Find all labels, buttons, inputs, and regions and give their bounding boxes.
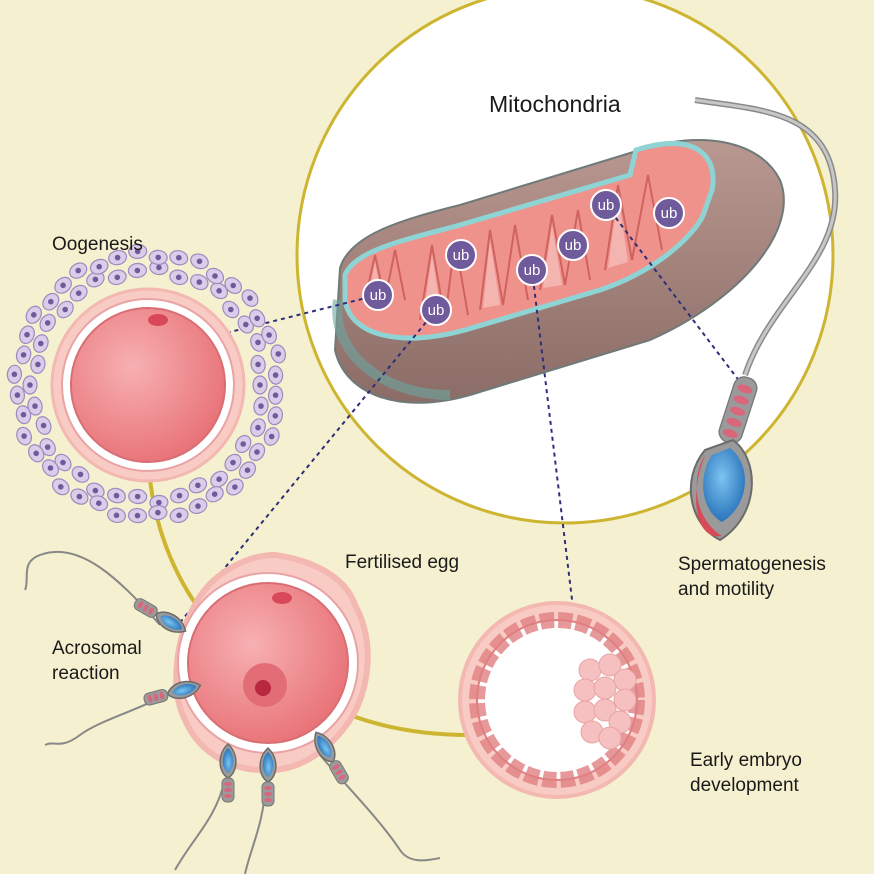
follicle-cell [71, 466, 90, 483]
follicle-cell [205, 267, 225, 285]
follicle-cell [107, 487, 126, 504]
follicle-cell [267, 365, 284, 385]
follicle-cell [224, 276, 243, 295]
follicle-cell [210, 282, 229, 300]
follicle-cell [27, 396, 43, 416]
ub-marker: ub [420, 294, 452, 326]
follicle-cell [106, 507, 127, 524]
follicle-cell [263, 427, 280, 446]
follicle-cell [89, 495, 109, 512]
follicle-cell [32, 334, 49, 353]
follicle-cell [51, 478, 70, 496]
follicle-cell [170, 487, 189, 504]
follicle-cell [70, 488, 89, 505]
svg-text:ub: ub [661, 205, 678, 222]
follicle-cell [188, 477, 208, 494]
follicle-cell [86, 482, 105, 499]
follicle-cell [226, 478, 244, 496]
follicle-cell [22, 375, 38, 395]
follicle-cell [89, 258, 109, 275]
follicle-cell [41, 459, 60, 477]
follicle-cell [148, 504, 168, 521]
follicle-cell [6, 364, 23, 384]
follicle-cell [249, 309, 266, 328]
follicle-cell [261, 325, 278, 345]
follicle-cell [128, 488, 148, 505]
follicle-cell [148, 249, 168, 266]
ub-marker: ub [362, 279, 394, 311]
follicle-cell [15, 405, 32, 425]
follicle-cell [237, 315, 255, 334]
ub-marker: ub [557, 229, 589, 261]
follicle-cell [35, 416, 52, 435]
follicle-cell [224, 453, 242, 472]
follicle-cell [188, 498, 208, 515]
label-early-embryo: Early embryo development [690, 750, 802, 796]
label-fertilised-egg: Fertilised egg [345, 552, 460, 573]
follicle-cell [39, 313, 56, 332]
label-spermatogenesis: Spermatogenesis and motility [678, 554, 826, 600]
svg-text:ub: ub [428, 302, 445, 319]
follicle-cell [69, 262, 88, 279]
follicle-cell [190, 274, 209, 291]
follicle-cell [169, 269, 189, 286]
follicle-cell [15, 345, 32, 365]
ub-markers: ub ub ub ub ub ub ub [362, 189, 685, 326]
follicle-cell [86, 271, 105, 288]
follicle-cell [56, 300, 74, 319]
label-oogenesis: Oogenesis [52, 234, 143, 255]
follicle-cell [270, 344, 287, 364]
follicle-cell [205, 486, 224, 503]
follicle-cell [69, 284, 88, 302]
follicle-cell [250, 354, 266, 374]
svg-text:ub: ub [453, 247, 470, 264]
ub-marker: ub [590, 189, 622, 221]
follicle-cell [54, 276, 72, 294]
follicle-cell [9, 385, 26, 405]
label-acrosomal-reaction: Acrosomal reaction [52, 638, 142, 684]
svg-text:ub: ub [598, 197, 615, 214]
svg-text:ub: ub [370, 287, 387, 304]
follicle-cell [234, 434, 252, 454]
follicle-cell [39, 438, 56, 457]
svg-text:ub: ub [565, 237, 582, 254]
follicle-cell [25, 305, 43, 324]
follicle-cell [238, 461, 257, 480]
svg-text:ub: ub [524, 262, 541, 279]
follicle-cell [16, 426, 33, 446]
follicle-cell [107, 269, 127, 286]
follicle-cell [128, 243, 148, 260]
ub-marker: ub [516, 254, 548, 286]
ub-marker: ub [653, 197, 685, 229]
follicle-cell [210, 470, 229, 488]
follicle-cell [28, 444, 45, 463]
blastocyst [458, 601, 656, 799]
follicle-cell [169, 507, 189, 524]
fertilised-egg [173, 551, 371, 774]
ub-marker: ub [445, 239, 477, 271]
follicle-cell [42, 292, 60, 311]
follicle-cell [241, 289, 259, 307]
follicle-cell [30, 354, 46, 374]
follicle-cell [190, 253, 209, 270]
follicle-cell [169, 249, 189, 266]
follicle-cell [267, 406, 284, 426]
follicle-cell [108, 249, 128, 266]
sperm-cell-large [689, 97, 839, 542]
follicle-cell [248, 442, 266, 462]
follicle-cell [252, 375, 268, 395]
follicle-cell [250, 418, 266, 437]
follicle-cell [267, 385, 284, 405]
follicle-cell [253, 396, 269, 416]
follicle-cell [127, 262, 147, 279]
label-mitochondria: Mitochondria [489, 91, 621, 117]
oocyte [6, 243, 287, 524]
follicle-cell [127, 507, 148, 524]
follicle-cell [19, 325, 35, 345]
follicle-cell [222, 300, 240, 319]
